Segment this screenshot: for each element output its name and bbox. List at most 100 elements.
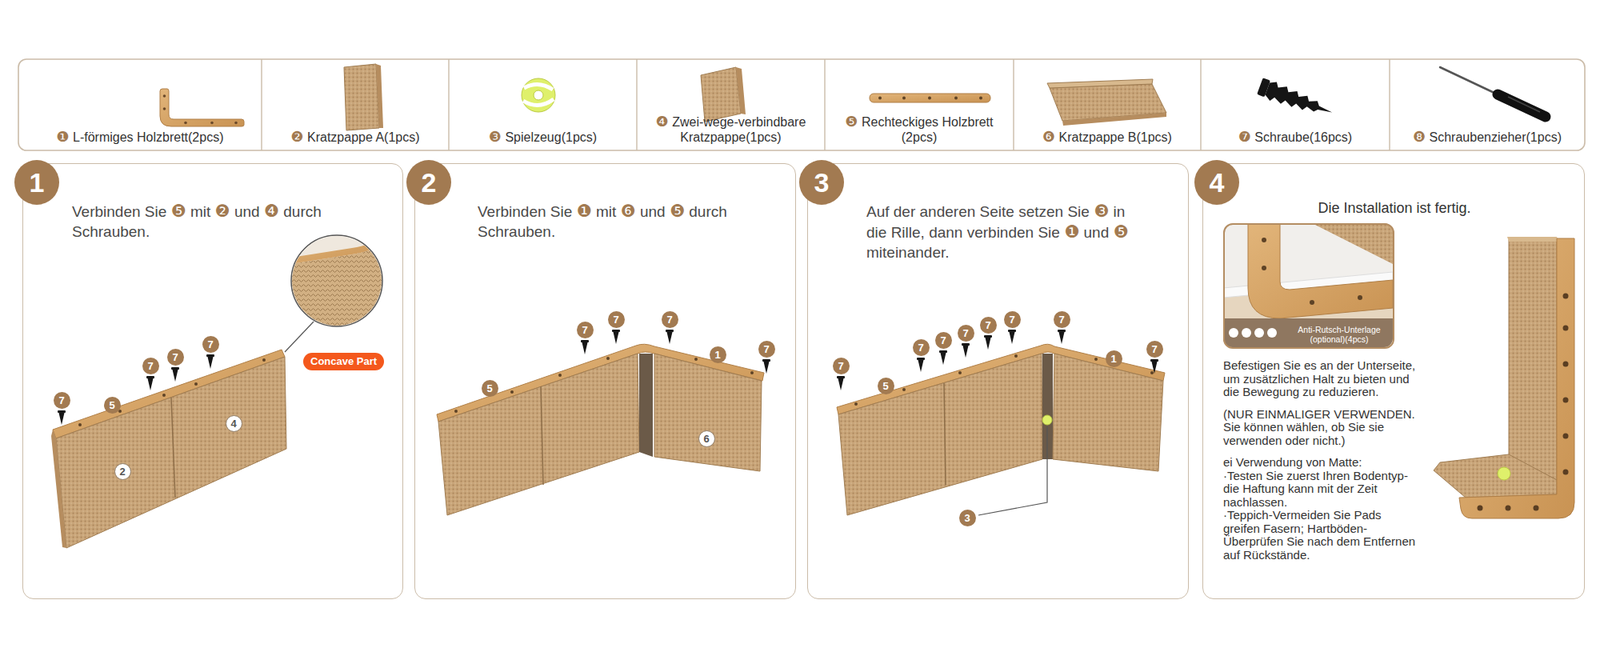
note-text: Befestigen Sie es an der Unterseite, um … <box>1223 359 1420 400</box>
screw-head <box>1150 359 1159 362</box>
screw-head <box>961 343 970 346</box>
screw-icon <box>939 350 948 365</box>
straight-plank-part <box>954 96 958 100</box>
screw-head <box>171 367 180 370</box>
screwdriver-part <box>1440 67 1498 95</box>
finished-scratcher <box>1433 236 1575 519</box>
l-board-part <box>160 88 244 127</box>
parts-strip <box>448 59 449 151</box>
heading-text: Die Installation ist fertig. <box>1203 199 1586 217</box>
screw-icon <box>612 329 620 344</box>
part-cell: ❹ Zwei-wege-verbindbare Kratzpappe(1pcs) <box>636 59 825 151</box>
screw-shank <box>764 361 770 374</box>
step2-board <box>510 390 514 394</box>
callout-number: 7 <box>1004 311 1021 328</box>
part-cell: ❽ Schraubenzieher(1pcs) <box>1389 59 1585 151</box>
circled-number: ❺ <box>171 200 187 221</box>
note-text: ·Testen Sie zuerst Ihren Bodentyp-die Ha… <box>1223 469 1420 510</box>
circled-number: ❻ <box>1042 128 1056 145</box>
step2-board <box>654 353 762 472</box>
step-number: 2 <box>421 168 437 197</box>
anti-slip-photo <box>1312 223 1393 264</box>
callout-number: 7 <box>1146 340 1164 358</box>
note-text: ei Verwendung von Matte: <box>1223 456 1420 470</box>
anti-slip-photo <box>1223 318 1393 348</box>
l-board-part <box>163 94 238 124</box>
screw-icon <box>916 357 925 372</box>
anti-slip-photo <box>1357 295 1363 300</box>
screw-icon <box>206 354 215 369</box>
screw-icon <box>961 343 970 358</box>
callout-number: 7 <box>202 336 220 353</box>
screw-shank <box>172 369 179 382</box>
callout-number: 4 <box>225 415 243 432</box>
step-panel: Auf der anderen Seite setzen Sie ❸ in di… <box>807 163 1189 600</box>
l-board-part <box>234 121 238 125</box>
scratch-board-a-part <box>344 64 384 131</box>
screwdriver-part <box>1508 96 1540 112</box>
screw-icon <box>1150 359 1159 374</box>
circled-number: ❽ <box>1412 128 1426 145</box>
anti-slip-photo <box>1241 328 1252 338</box>
l-board-part <box>163 107 167 111</box>
step3-board <box>978 426 1048 516</box>
parts-strip <box>1012 59 1014 151</box>
parts-strip <box>1200 59 1201 151</box>
parts-strip <box>261 59 1390 151</box>
zoom-detail <box>291 233 383 327</box>
finished-scratcher <box>1459 238 1575 519</box>
parts-strip <box>18 59 1585 151</box>
step1-board <box>78 423 82 427</box>
circled-number: ❹ <box>656 112 669 130</box>
straight-plank-part <box>902 96 906 100</box>
part-label: ❺ Rechteckiges Holzbrett (2pcs) <box>829 113 1009 145</box>
screw-icon <box>984 335 992 350</box>
finished-scratcher <box>1563 325 1569 332</box>
l-board-part <box>210 121 214 125</box>
screw-shank <box>148 378 154 391</box>
part-cell: ❼ Schraube(16pcs) <box>1200 59 1390 151</box>
callout-number: 7 <box>957 324 975 342</box>
callout-number: 2 <box>114 463 132 480</box>
part-label: ❸ Spielzeug(1pcs) <box>453 128 632 145</box>
step1-board <box>262 358 266 362</box>
finished-scratcher <box>1477 505 1484 512</box>
step2-board <box>606 356 610 360</box>
screw-shank <box>940 352 947 365</box>
step-number-badge: 3 <box>799 160 844 205</box>
part-cell: ❷ Kratzpappe A(1pcs) <box>261 59 449 151</box>
l-board-part <box>160 88 244 127</box>
step2-board <box>454 356 754 413</box>
step1-board <box>56 356 287 548</box>
circled-number: ❶ <box>56 128 69 145</box>
toy-ball-part <box>524 84 553 90</box>
step1-board <box>171 397 176 498</box>
screw-shank <box>1152 361 1158 374</box>
note-text: (NUR EINMALIGER VERWENDEN. Sie können wä… <box>1223 408 1420 448</box>
connectable-board-part <box>700 67 746 122</box>
parts-strip <box>1388 59 1390 151</box>
screw-icon <box>171 367 180 382</box>
callout-number: 7 <box>576 321 594 339</box>
connectable-board-part <box>700 67 741 122</box>
parts-strip <box>260 59 262 151</box>
circled-number: ❷ <box>290 128 304 145</box>
straight-plank-part <box>869 93 991 103</box>
screwdriver-part <box>1440 67 1546 117</box>
circled-number: ❷ <box>215 200 231 221</box>
step2-board <box>454 409 458 413</box>
screwdriver-part <box>1497 94 1546 117</box>
callout-number: 7 <box>912 339 930 356</box>
finished-scratcher <box>1563 293 1569 300</box>
step3-board <box>1052 353 1164 472</box>
screw-shank <box>963 345 969 358</box>
part-label: ❼ Schraube(16pcs) <box>1205 128 1385 145</box>
callout-number: 6 <box>698 430 716 448</box>
circled-number: ❶ <box>1064 221 1080 242</box>
circled-number: ❶ <box>576 200 592 221</box>
callout-number: 5 <box>104 396 121 414</box>
anti-slip-photo <box>1254 328 1264 338</box>
part-label: ❽ Schraubenzieher(1pcs) <box>1394 128 1580 145</box>
inset-photo-box: Anti-Rutsch-Unterlage (optional)(4pcs) <box>1223 223 1395 349</box>
toy-ball-part <box>521 78 556 112</box>
